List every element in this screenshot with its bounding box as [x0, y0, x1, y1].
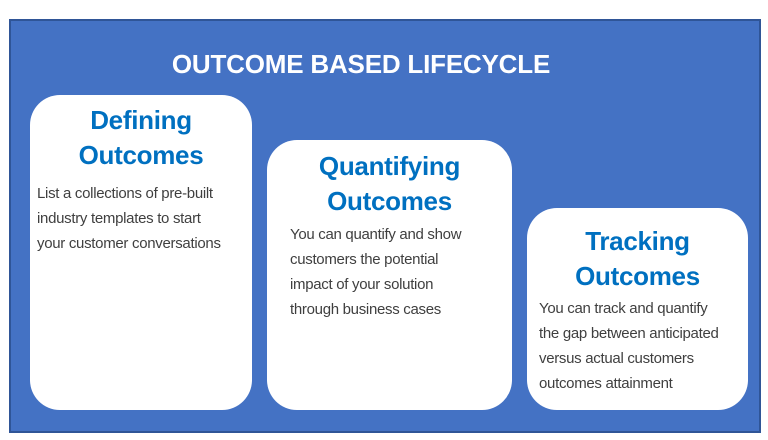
card-tracking-title: Tracking Outcomes — [575, 226, 700, 291]
card-tracking-description: You can track and quantify the gap betwe… — [539, 300, 719, 392]
card-tracking-outcomes: Tracking Outcomes You can track and quan… — [527, 208, 748, 410]
card-quantifying-title: Quantifying Outcomes — [318, 151, 461, 216]
card-defining-description: List a collections of pre-built industry… — [37, 185, 221, 252]
card-defining-title: Defining Outcomes — [78, 105, 204, 170]
card-quantifying-outcomes: Quantifying Outcomes You can quantify an… — [267, 140, 512, 410]
card-defining-outcomes: Defining Outcomes List a collections of … — [30, 95, 252, 410]
card-quantifying-description: You can quantify and show customers the … — [290, 226, 462, 318]
page-title: OUTCOME BASED LIFECYCLE — [171, 49, 551, 80]
